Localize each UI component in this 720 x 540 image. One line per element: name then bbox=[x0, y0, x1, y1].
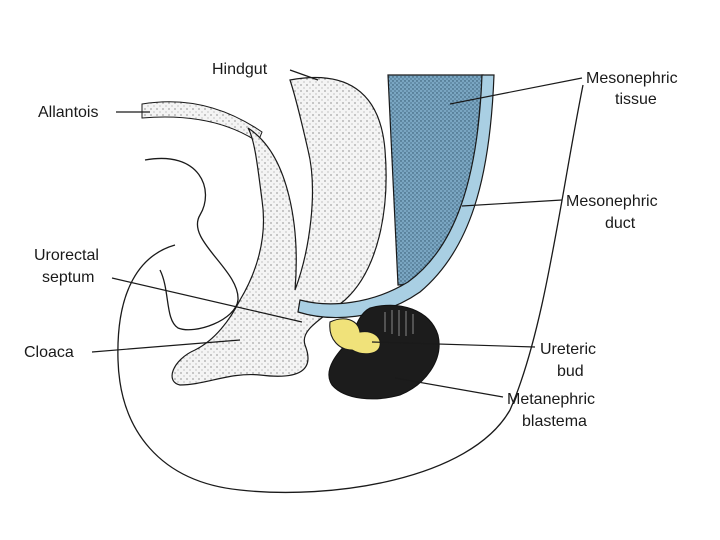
mesonephric-duct bbox=[297, 74, 495, 319]
leader-ureteric-bud bbox=[371, 341, 536, 348]
label-mesonephric-tissue-line1: Mesonephric bbox=[586, 70, 678, 87]
label-ureteric-bud-line2: bud bbox=[557, 363, 584, 380]
embryo-body-wall bbox=[117, 84, 584, 494]
label-metanephric-blastema-line2: blastema bbox=[522, 413, 587, 430]
blastema-cap-lines bbox=[384, 310, 414, 336]
label-ureteric-bud-line1: Ureteric bbox=[540, 341, 596, 358]
label-urorectal-septum-line1: Urorectal bbox=[34, 247, 99, 264]
label-mesonephric-duct-line2: duct bbox=[605, 215, 636, 232]
leader-mesonephric-duct bbox=[461, 199, 563, 207]
label-urorectal-septum-line2: septum bbox=[42, 269, 94, 286]
label-metanephric-blastema-line1: Metanephric bbox=[507, 391, 595, 408]
allantois bbox=[141, 101, 263, 143]
leader-cloaca bbox=[91, 339, 241, 353]
ureteric-bud bbox=[329, 318, 381, 355]
leader-urorectal-septum bbox=[111, 277, 303, 323]
leader-metanephric-blastema bbox=[394, 377, 504, 398]
leader-mesonephric-tissue bbox=[449, 77, 583, 105]
label-hindgut: Hindgut bbox=[212, 61, 268, 78]
label-allantois: Allantois bbox=[38, 104, 98, 121]
leader-hindgut bbox=[289, 69, 319, 81]
label-mesonephric-duct-line1: Mesonephric bbox=[566, 193, 658, 210]
tail-fold-outline bbox=[144, 157, 239, 331]
label-mesonephric-tissue-line2: tissue bbox=[615, 91, 657, 108]
label-cloaca: Cloaca bbox=[24, 344, 74, 361]
